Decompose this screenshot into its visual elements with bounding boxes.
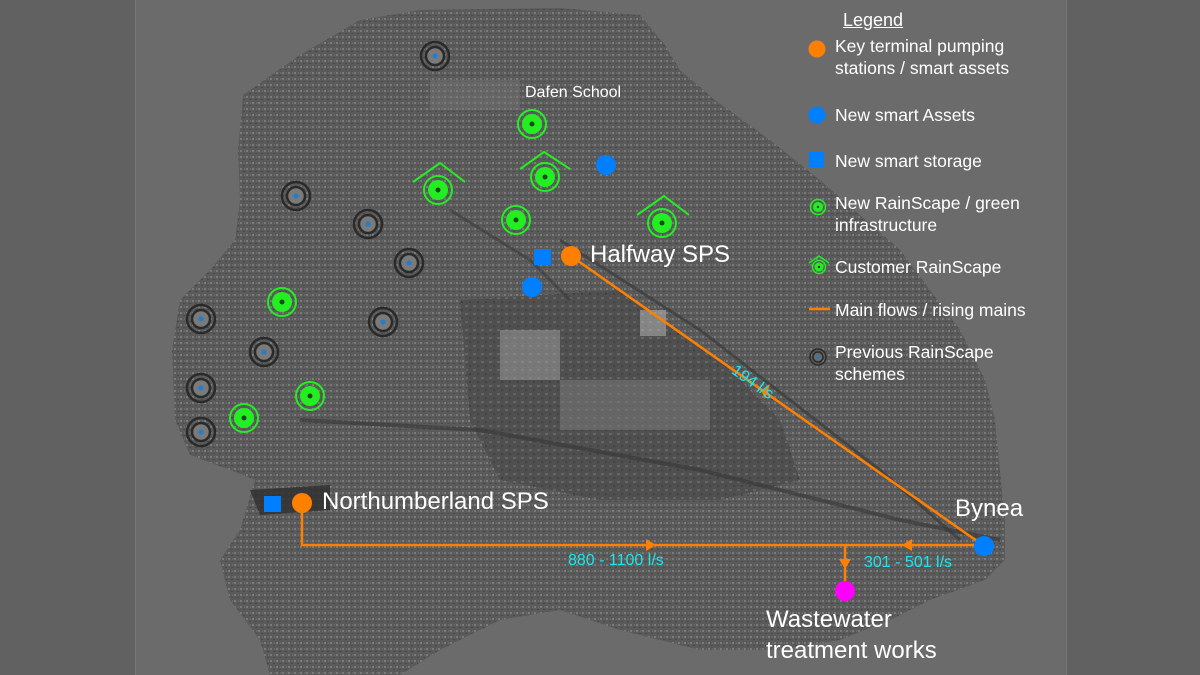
orange-line-icon xyxy=(809,307,830,311)
halfway-sps-label: Halfway SPS xyxy=(590,241,731,268)
orange-circle-icon xyxy=(808,40,826,58)
new-rainscape-icon xyxy=(229,403,259,433)
legend-item-smart-storage: New smart storage xyxy=(808,150,1058,172)
customer-rainscape-icon xyxy=(412,161,466,205)
legend-label: Main flows / rising mains xyxy=(835,300,1026,320)
previous-rainscape-icon xyxy=(419,40,451,72)
new-rainscape-icon xyxy=(295,381,325,411)
smart-asset-bynea-icon xyxy=(974,536,994,556)
legend-label: New smart storage xyxy=(835,151,982,171)
previous-rainscape-icon xyxy=(393,247,425,279)
customer-rainscape-icon xyxy=(808,255,830,275)
wwtw-label-line1: Wastewater xyxy=(766,606,892,633)
legend: Legend Key terminal pumping stations / s… xyxy=(808,10,1058,385)
flow-rate-northumberland: 880 - 1100 l/s xyxy=(568,552,664,569)
smart-asset-icon xyxy=(596,155,616,175)
legend-label: Key terminal pumping stations / smart as… xyxy=(835,36,1010,78)
new-rainscape-markers xyxy=(229,109,547,433)
legend-item-new-rainscape: New RainScape / green infrastructure xyxy=(808,192,1058,236)
new-rainscape-icon xyxy=(517,109,547,139)
legend-label: Previous RainScape schemes xyxy=(835,342,994,384)
legend-item-customer-rainscape: Customer RainScape xyxy=(808,255,1058,278)
northumberland-sps-icon xyxy=(292,493,312,513)
previous-rainscape-markers xyxy=(185,40,451,448)
legend-title: Legend xyxy=(843,10,904,30)
previous-rainscape-icon xyxy=(185,372,217,404)
wastewater-treatment-works-icon xyxy=(835,581,855,601)
wwtw-label-line2: treatment works xyxy=(766,637,937,664)
arrow-icon xyxy=(902,539,912,551)
northumberland-sps-label: Northumberland SPS xyxy=(322,488,549,515)
legend-label: New RainScape / green infrastructure xyxy=(835,193,1020,235)
smart-storage-markers xyxy=(264,249,551,512)
flow-rate-bynea: 301 - 501 l/s xyxy=(864,554,953,571)
smart-asset-markers xyxy=(522,155,994,556)
previous-rainscape-icon xyxy=(248,336,280,368)
previous-rainscape-icon xyxy=(352,208,384,240)
customer-rainscape-icon xyxy=(519,150,571,192)
dafen-school-label: Dafen School xyxy=(525,84,622,101)
pumping-station-markers xyxy=(292,246,581,513)
halfway-sps-icon xyxy=(561,246,581,266)
land-area xyxy=(172,8,1005,675)
legend-item-smart-assets: New smart Assets xyxy=(808,104,1058,126)
smart-storage-icon xyxy=(534,249,551,265)
previous-rainscape-icon xyxy=(185,416,217,448)
previous-rainscape-icon xyxy=(809,348,827,366)
smart-asset-icon xyxy=(522,277,542,297)
legend-label: New smart Assets xyxy=(835,105,976,125)
new-rainscape-icon xyxy=(809,198,827,216)
customer-rainscape-icon xyxy=(636,194,690,238)
arrow-icon xyxy=(646,539,656,551)
arrow-icon xyxy=(762,384,770,399)
flow-arrows xyxy=(646,384,912,569)
previous-rainscape-icon xyxy=(280,180,312,212)
legend-label: Customer RainScape xyxy=(835,257,1002,277)
new-rainscape-icon xyxy=(501,205,531,235)
new-rainscape-icon xyxy=(267,287,297,317)
previous-rainscape-icon xyxy=(185,303,217,335)
arrow-icon xyxy=(839,559,851,569)
legend-item-previous-rainscape: Previous RainScape schemes xyxy=(808,341,1058,385)
flow-line-northumberland-bynea xyxy=(300,503,984,547)
bynea-label: Bynea xyxy=(955,495,1024,522)
flow-line-halfway-bynea xyxy=(570,254,985,548)
smart-storage-icon xyxy=(264,496,281,512)
legend-item-main-flows: Main flows / rising mains xyxy=(808,299,1058,321)
previous-rainscape-icon xyxy=(367,306,399,338)
blue-circle-icon xyxy=(808,106,826,124)
blue-square-icon xyxy=(809,152,824,167)
legend-item-pumping-stations: Key terminal pumping stations / smart as… xyxy=(808,35,1058,79)
customer-rainscape-markers xyxy=(412,150,690,238)
